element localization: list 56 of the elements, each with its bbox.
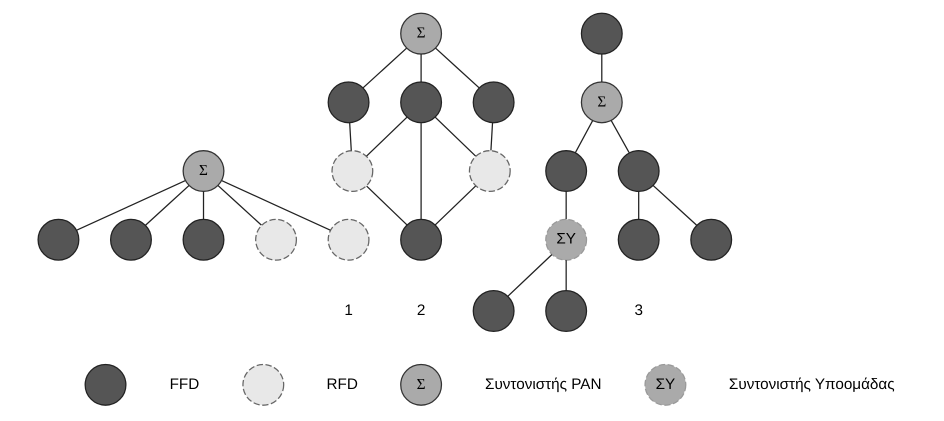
node-circle — [37, 218, 80, 261]
connector — [366, 116, 408, 157]
node-circle — [328, 81, 370, 124]
node-circle — [472, 290, 515, 332]
connector — [349, 122, 352, 150]
connector — [652, 185, 697, 226]
node-circle — [618, 150, 660, 192]
connector — [574, 120, 594, 153]
node-circle — [242, 364, 284, 406]
legend-label: FFD — [170, 376, 200, 393]
label: 1 — [344, 302, 353, 319]
node-circle — [545, 290, 588, 332]
connector — [435, 48, 480, 88]
connector — [76, 180, 186, 231]
connector — [362, 48, 407, 88]
node-circle — [580, 12, 623, 55]
node-circle — [400, 218, 442, 261]
connector — [508, 254, 552, 297]
connector — [566, 191, 567, 220]
node-circle — [472, 81, 515, 124]
connector — [420, 123, 422, 220]
node-circle — [255, 218, 298, 261]
connector — [420, 54, 422, 82]
connector — [145, 185, 190, 226]
connector — [202, 191, 204, 220]
connector — [610, 120, 630, 153]
node-circle — [468, 150, 511, 192]
node-circle: Σ — [580, 81, 623, 124]
node-circle — [84, 364, 127, 406]
connector — [366, 186, 408, 226]
node-circle — [400, 81, 442, 124]
node-circle: ΣΥ — [644, 364, 686, 406]
connector — [566, 260, 567, 290]
label: 3 — [634, 302, 643, 319]
connector — [434, 186, 476, 226]
connector — [490, 122, 494, 150]
node-circle: Σ — [400, 12, 442, 55]
node-circle: ΣΥ — [545, 218, 588, 261]
node-circle — [328, 218, 370, 261]
legend-label: Συντονιστής Υποομάδας — [728, 376, 895, 393]
legend-label: RFD — [326, 376, 358, 393]
connector — [638, 191, 640, 220]
node-circle — [690, 218, 732, 261]
node-circle — [545, 150, 588, 192]
label: 2 — [416, 302, 426, 319]
connector — [222, 180, 331, 231]
node-circle — [618, 218, 660, 261]
node-circle — [110, 218, 152, 261]
node-circle: Σ — [400, 364, 442, 406]
node-circle — [182, 218, 224, 261]
connector — [218, 185, 262, 226]
node-circle — [331, 150, 374, 192]
connector — [434, 116, 476, 157]
connector — [601, 54, 602, 82]
legend-label: Συντονιστής PAN — [485, 376, 602, 393]
node-circle: Σ — [182, 150, 224, 192]
